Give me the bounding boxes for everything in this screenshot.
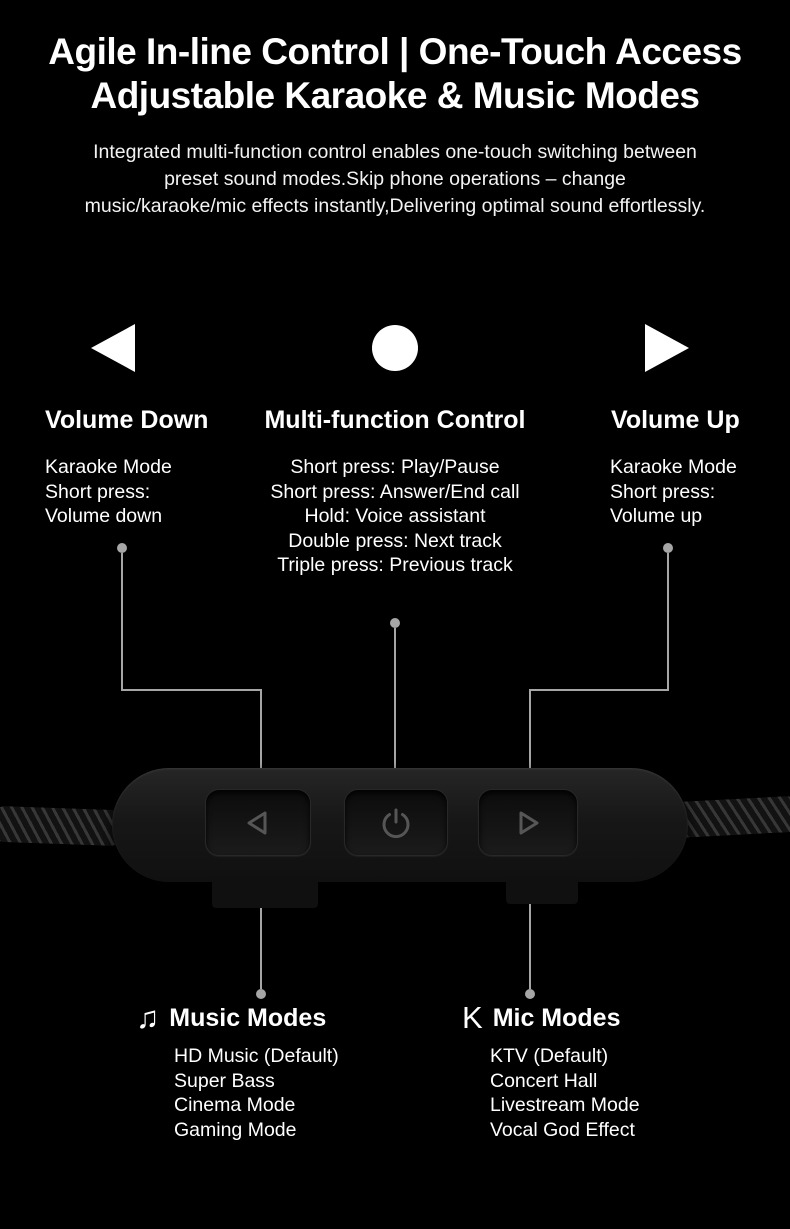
volume-down-details: Karaoke Mode Short press: Volume down [45,455,172,529]
mode-item: Super Bass [174,1069,275,1092]
remote-clip-right [506,876,578,904]
mode-item: HD Music (Default) [174,1045,339,1067]
triangle-left-icon [91,324,135,372]
volume-down-title: Volume Down [45,406,209,434]
volume-down-button [205,789,311,856]
page-title: Agile In-line Control | One-Touch Access… [0,30,790,118]
cable-left [0,805,129,847]
multi-function-title: Multi-function Control [264,406,526,434]
detail-line: Short press: [610,480,716,503]
music-modes-list: HD Music (Default) Super Bass Cinema Mod… [174,1044,339,1142]
music-modes-section: ♫ Music Modes HD Music (Default) Super B… [136,1002,339,1142]
detail-line: Karaoke Mode [45,456,172,478]
title-line-1: Agile In-line Control | One-Touch Access [48,31,742,72]
mode-item: Concert Hall [490,1069,598,1092]
description: Integrated multi-function control enable… [0,139,790,220]
connector-dot-music-modes [256,989,266,999]
description-line-3: music/karaoke/mic effects instantly,Deli… [84,195,706,217]
mic-modes-header: K Mic Modes [462,1002,640,1034]
volume-up-button [478,789,578,856]
music-note-icon: ♫ [136,1000,160,1035]
title-line-2: Adjustable Karaoke & Music Modes [90,75,700,116]
detail-line: Short press: [45,480,151,503]
triangle-right-icon [645,324,689,372]
volume-up-title: Volume Up [611,406,740,434]
mic-modes-title: Mic Modes [492,1004,621,1032]
mic-modes-section: K Mic Modes KTV (Default) Concert Hall L… [462,1002,640,1142]
description-line-2: preset sound modes.Skip phone operations… [164,168,626,190]
mode-item: KTV (Default) [490,1045,609,1067]
circle-icon [372,325,418,371]
volume-up-details: Karaoke Mode Short press: Volume up [610,455,737,529]
connector-dot-volume-up [663,543,673,553]
detail-line: Volume up [610,505,703,527]
mode-item: Gaming Mode [174,1118,297,1141]
description-line-1: Integrated multi-function control enable… [93,141,697,163]
remote-clip-left [212,876,318,908]
mode-item: Livestream Mode [490,1094,640,1116]
detail-line: Karaoke Mode [610,456,737,478]
connector-dot-mic-modes [525,989,535,999]
mode-item: Vocal God Effect [490,1118,635,1141]
detail-line: Hold: Voice assistant [304,505,486,527]
detail-line: Volume down [45,505,163,527]
detail-line: Short press: Play/Pause [290,456,500,478]
music-modes-header: ♫ Music Modes [136,1002,339,1034]
detail-line: Triple press: Previous track [277,554,513,576]
triangle-left-outline-icon [247,811,267,834]
mic-modes-icon: K [462,1000,483,1035]
connector-dot-volume-down [117,543,127,553]
triangle-right-outline-icon [519,811,539,834]
mic-modes-list: KTV (Default) Concert Hall Livestream Mo… [490,1044,640,1142]
detail-line: Double press: Next track [288,529,502,552]
multi-function-details: Short press: Play/Pause Short press: Ans… [0,455,790,578]
mode-item: Cinema Mode [174,1094,296,1116]
detail-line: Short press: Answer/End call [270,480,520,503]
connector-dot-multi-function [390,618,400,628]
multi-function-button [344,789,448,856]
music-modes-title: Music Modes [169,1004,327,1032]
power-icon [382,808,410,838]
